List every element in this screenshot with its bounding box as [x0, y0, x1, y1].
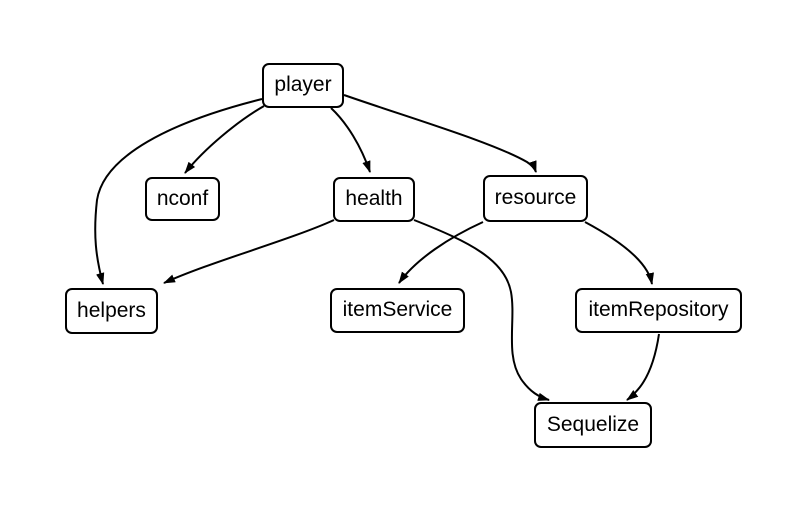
edge-itemRepository-Sequelize — [626, 333, 660, 401]
node-Sequelize: Sequelize — [534, 402, 652, 448]
node-label-Sequelize: Sequelize — [546, 412, 640, 436]
edge-player-nconf — [184, 105, 265, 174]
node-health: health — [333, 177, 415, 222]
edge-player-helpers — [94, 98, 263, 285]
node-label-itemRepository: itemRepository — [588, 298, 729, 321]
edge-player-resource — [343, 94, 537, 173]
node-label-itemService: itemService — [342, 298, 453, 321]
edge-health-helpers — [163, 219, 335, 284]
node-nconf: nconf — [145, 177, 220, 221]
node-player: player — [262, 63, 344, 108]
node-label-player: player — [274, 73, 332, 96]
node-resource: resource — [483, 175, 588, 222]
node-itemService: itemService — [330, 288, 465, 333]
node-label-nconf: nconf — [156, 186, 209, 210]
edge-health-Sequelize — [413, 219, 550, 401]
node-label-health: health — [345, 187, 403, 210]
node-label-resource: resource — [494, 186, 577, 209]
edge-resource-itemService — [398, 221, 484, 284]
node-helpers: helpers — [65, 288, 158, 334]
node-itemRepository: itemRepository — [575, 288, 742, 333]
edge-player-health — [330, 107, 371, 173]
edge-resource-itemRepository — [584, 221, 654, 285]
node-label-helpers: helpers — [77, 298, 146, 322]
